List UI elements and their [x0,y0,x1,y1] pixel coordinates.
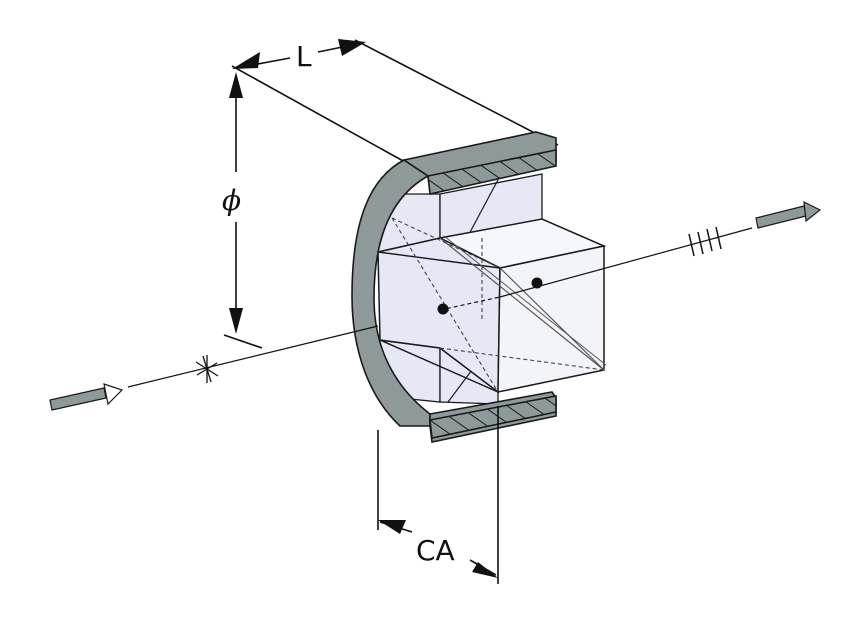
entry-point-dot [437,303,449,315]
housing-bottom-hatched-section [429,395,557,439]
diameter-dimension [223,72,263,349]
housing-top-hatched-section [427,149,557,195]
clear-aperture-dimension [377,406,499,584]
prism-cube [377,217,607,394]
length-arrowhead-left [232,52,260,69]
diameter-arrowhead-top [229,72,243,98]
cube-right-face [497,245,605,393]
input-beam-line [127,325,379,388]
exit-point-dot [531,277,543,289]
length-arrowhead-right [338,39,366,56]
diameter-extension-tick [223,334,263,349]
prism-housing [351,131,557,443]
length-extension-line-right [354,39,559,146]
diameter-label: ϕ [222,184,241,217]
length-label: L [296,40,312,73]
length-extension-line-left [231,65,406,163]
arrow-right-icon [49,383,124,411]
ca-arrowhead-right [472,562,498,578]
length-dimension [231,39,559,163]
diameter-arrowhead-bottom [229,308,243,334]
ca-arrowhead-left [378,520,406,534]
clear-aperture-label: CA [416,534,455,567]
parallel-lines-icon [688,226,722,257]
arrow-right-icon [755,200,822,229]
asterisk-icon [195,355,219,383]
